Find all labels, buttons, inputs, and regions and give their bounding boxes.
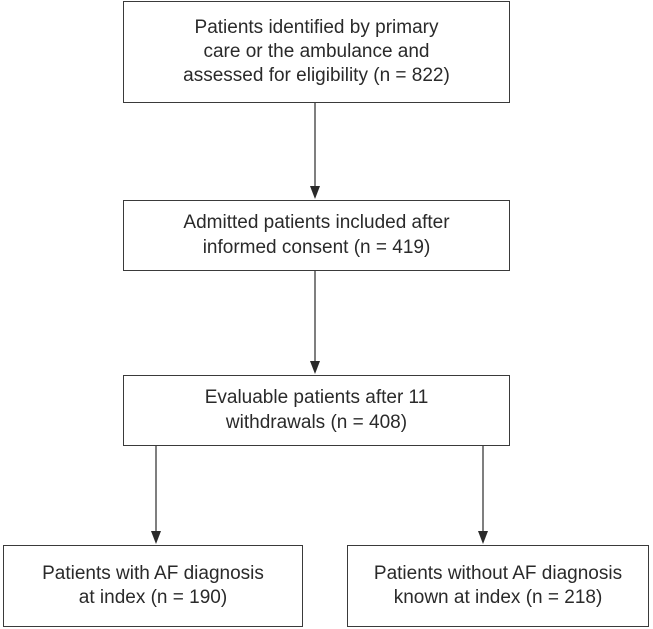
evaluable-patients-box: Evaluable patients after 11 withdrawals …: [123, 375, 510, 446]
af-diagnosis-label: Patients with AF diagnosis at index (n =…: [42, 562, 264, 608]
no-af-diagnosis-label: Patients without AF diagnosis known at i…: [373, 562, 623, 608]
no-af-diagnosis-box: Patients without AF diagnosis known at i…: [347, 545, 649, 627]
identified-patients-label: Patients identified by primary care or t…: [183, 16, 450, 87]
evaluable-patients-label: Evaluable patients after 11 withdrawals …: [204, 387, 429, 433]
admitted-patients-box: Admitted patients included after informe…: [123, 200, 510, 271]
arrow-admitted-to-evaluable: [310, 271, 320, 374]
af-diagnosis-box: Patients with AF diagnosis at index (n =…: [3, 545, 303, 627]
arrow-identified-to-admitted: [310, 103, 320, 199]
arrow-evaluable-to-without-af: [478, 446, 488, 544]
identified-patients-box: Patients identified by primary care or t…: [123, 1, 510, 103]
admitted-patients-label: Admitted patients included after informe…: [183, 212, 450, 258]
arrow-evaluable-to-with-af: [151, 446, 161, 544]
